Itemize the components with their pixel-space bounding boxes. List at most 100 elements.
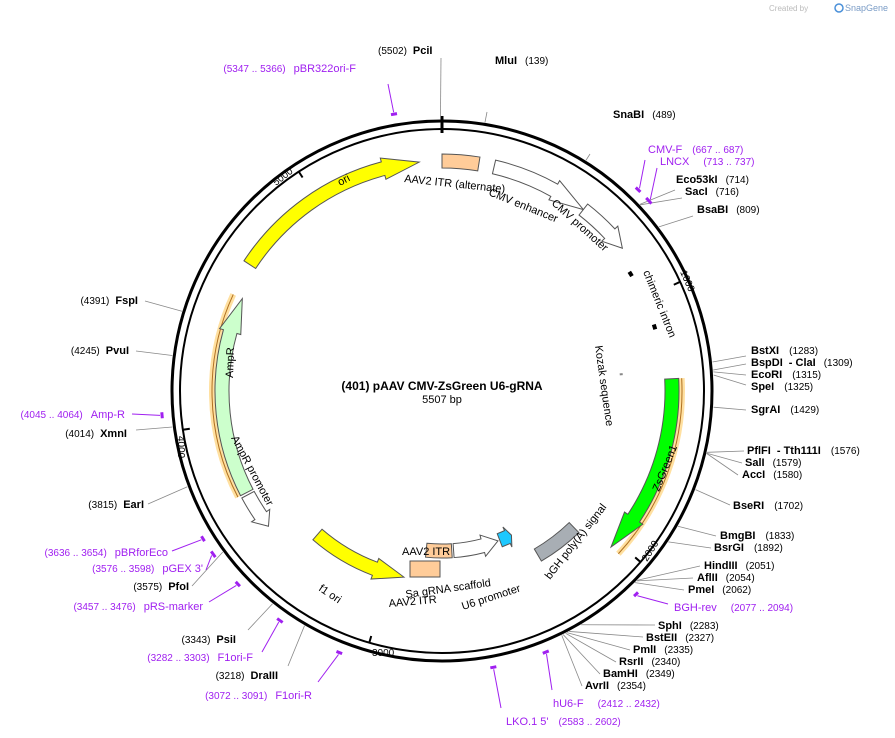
site-leader-12 [706, 452, 743, 464]
feature-label-aav2-itr-center: AAV2 ITR [402, 546, 450, 558]
site-leader-1 [484, 111, 488, 123]
plasmid-size: 5507 bp [422, 394, 462, 406]
site-label-aflii: AflII(2054) [697, 572, 755, 584]
primer-leader-0 [387, 83, 395, 113]
primer-mark-8 [234, 580, 241, 588]
primer-label-bgh-rev: BGH-rev(2077 .. 2094) [674, 602, 793, 614]
feature-f1-ori [312, 528, 406, 580]
site-leader-15 [677, 525, 717, 537]
primer-leader-10 [171, 539, 202, 552]
primer-mark-11 [160, 412, 164, 419]
site-label-eari: (3815)EarI [88, 499, 144, 511]
site-leader-22 [566, 632, 631, 651]
primer-label-cmv-f: CMV-F(667 .. 687) [648, 144, 743, 156]
feature-aav2-itr-center [409, 560, 441, 578]
site-leader-32 [144, 300, 183, 312]
site-leader-10 [713, 406, 747, 411]
primer-mark-9 [210, 550, 217, 558]
tick-1000 [673, 280, 681, 286]
snapgene-logo-icon [834, 3, 844, 13]
site-label-sphi: SphI(2283) [658, 620, 719, 632]
feature-cmv-promoter [578, 203, 624, 250]
site-label-psii: (3343)PsiI [182, 634, 236, 646]
site-label-pflfi: PflFI- Tth111I(1576) [747, 445, 860, 457]
tick-label-3000: 3000 [372, 648, 395, 659]
intron-end-mark [651, 323, 658, 330]
site-leader-24 [562, 634, 601, 675]
feature-u6-promoter [452, 534, 499, 559]
feature-ori [243, 157, 421, 270]
highlight-line-ampr [211, 294, 239, 498]
site-leader-4 [640, 197, 683, 206]
feature-cmv-enhancer [491, 159, 585, 211]
feature-bgh-polya [533, 521, 580, 562]
site-label-pmli: PmlI(2335) [633, 644, 693, 656]
site-label-bseri: BseRI(1702) [733, 500, 803, 512]
site-leader-26 [287, 625, 305, 667]
site-label-hindiii: HindIII(2051) [704, 560, 775, 572]
primer-label-f1ori-r: (3072 .. 3091)F1ori-R [205, 690, 312, 702]
site-label-avrii: AvrII(2354) [585, 680, 646, 692]
site-label-draiii: (3218)DraIII [216, 670, 278, 682]
primer-leader-5 [493, 669, 502, 709]
site-leader-11 [706, 450, 745, 453]
site-label-eco53ki: Eco53kI(714) [676, 174, 749, 186]
feature-ampr-promoter [241, 490, 271, 527]
feature-label-aav2-itr-bottom: AAV2 ITR [388, 594, 437, 610]
site-leader-28 [191, 551, 224, 587]
primer-label-prs-marker: (3457 .. 3476)pRS-marker [73, 601, 203, 613]
site-label-bsteii: BstEII(2327) [646, 632, 714, 644]
site-label-bamhi: BamHI(2349) [603, 668, 675, 680]
site-label-ecori: EcoRI(1315) [751, 369, 821, 381]
site-leader-9 [713, 374, 747, 386]
primer-label-f1ori-f: (3282 .. 3303)F1ori-F [147, 652, 253, 664]
site-label-mlui: MluI(139) [495, 55, 548, 67]
primer-label-pgex3: (3576 .. 3598)pGEX 3' [92, 563, 203, 575]
primer-leader-3 [637, 595, 669, 605]
site-leader-16 [668, 541, 712, 549]
site-leader-23 [565, 632, 617, 663]
tick-2000 [634, 556, 642, 563]
site-leader-13 [706, 453, 739, 476]
primer-leader-9 [205, 555, 213, 571]
intron-start-mark [627, 270, 634, 278]
tick-4000 [182, 427, 190, 431]
primer-leader-2 [649, 167, 658, 200]
site-leader-19 [634, 582, 685, 591]
site-label-rsrii: RsrII(2340) [619, 656, 680, 668]
primer-label-lncx: LNCX(713 .. 737) [660, 156, 755, 168]
site-leader-0 [440, 57, 442, 120]
tick-label-5000: 5000 [271, 166, 296, 189]
site-leader-27 [247, 603, 273, 631]
site-label-sgrai: SgrAI(1429) [751, 404, 819, 416]
snapgene-brand: SnapGene [845, 3, 888, 13]
primer-mark-0 [390, 112, 398, 117]
site-leader-8 [713, 371, 747, 376]
site-label-pcii: (5502)PciI [378, 45, 432, 57]
tick-label-4000: 4000 [175, 436, 186, 459]
primer-leader-6 [317, 654, 339, 683]
feature-aav2-itr-bottom [424, 542, 453, 559]
primer-label-pbrforeco: (3636 .. 3654)pBRforEco [45, 547, 168, 559]
site-label-bspdi: BspDI- ClaI(1309) [751, 357, 853, 369]
feature-zsgreen1 [609, 377, 680, 549]
site-label-bmgbi: BmgBI(1833) [720, 530, 794, 542]
site-leader-7 [713, 363, 747, 371]
site-leader-5 [658, 215, 694, 228]
primer-mark-7 [276, 617, 284, 624]
primer-label-pbr322ori-f: (5347 .. 5366)pBR322ori-F [223, 63, 356, 75]
feature-label-f1-ori: f1 ori [316, 583, 343, 607]
primer-leader-4 [546, 653, 553, 691]
primer-mark-3 [633, 591, 640, 598]
primer-leader-8 [208, 584, 237, 603]
site-label-acci: AccI(1580) [742, 469, 802, 481]
site-leader-21 [569, 631, 644, 638]
primer-mark-2 [645, 196, 653, 205]
site-label-xmni: (4014)XmnI [65, 428, 127, 440]
site-label-pfoi: (3575)PfoI [133, 581, 189, 593]
feature-label-chimeric-intron: chimeric intron [640, 269, 678, 340]
primer-leader-1 [639, 159, 646, 189]
site-leader-3 [639, 189, 676, 205]
site-label-bstxi: BstXI(1283) [751, 345, 818, 357]
